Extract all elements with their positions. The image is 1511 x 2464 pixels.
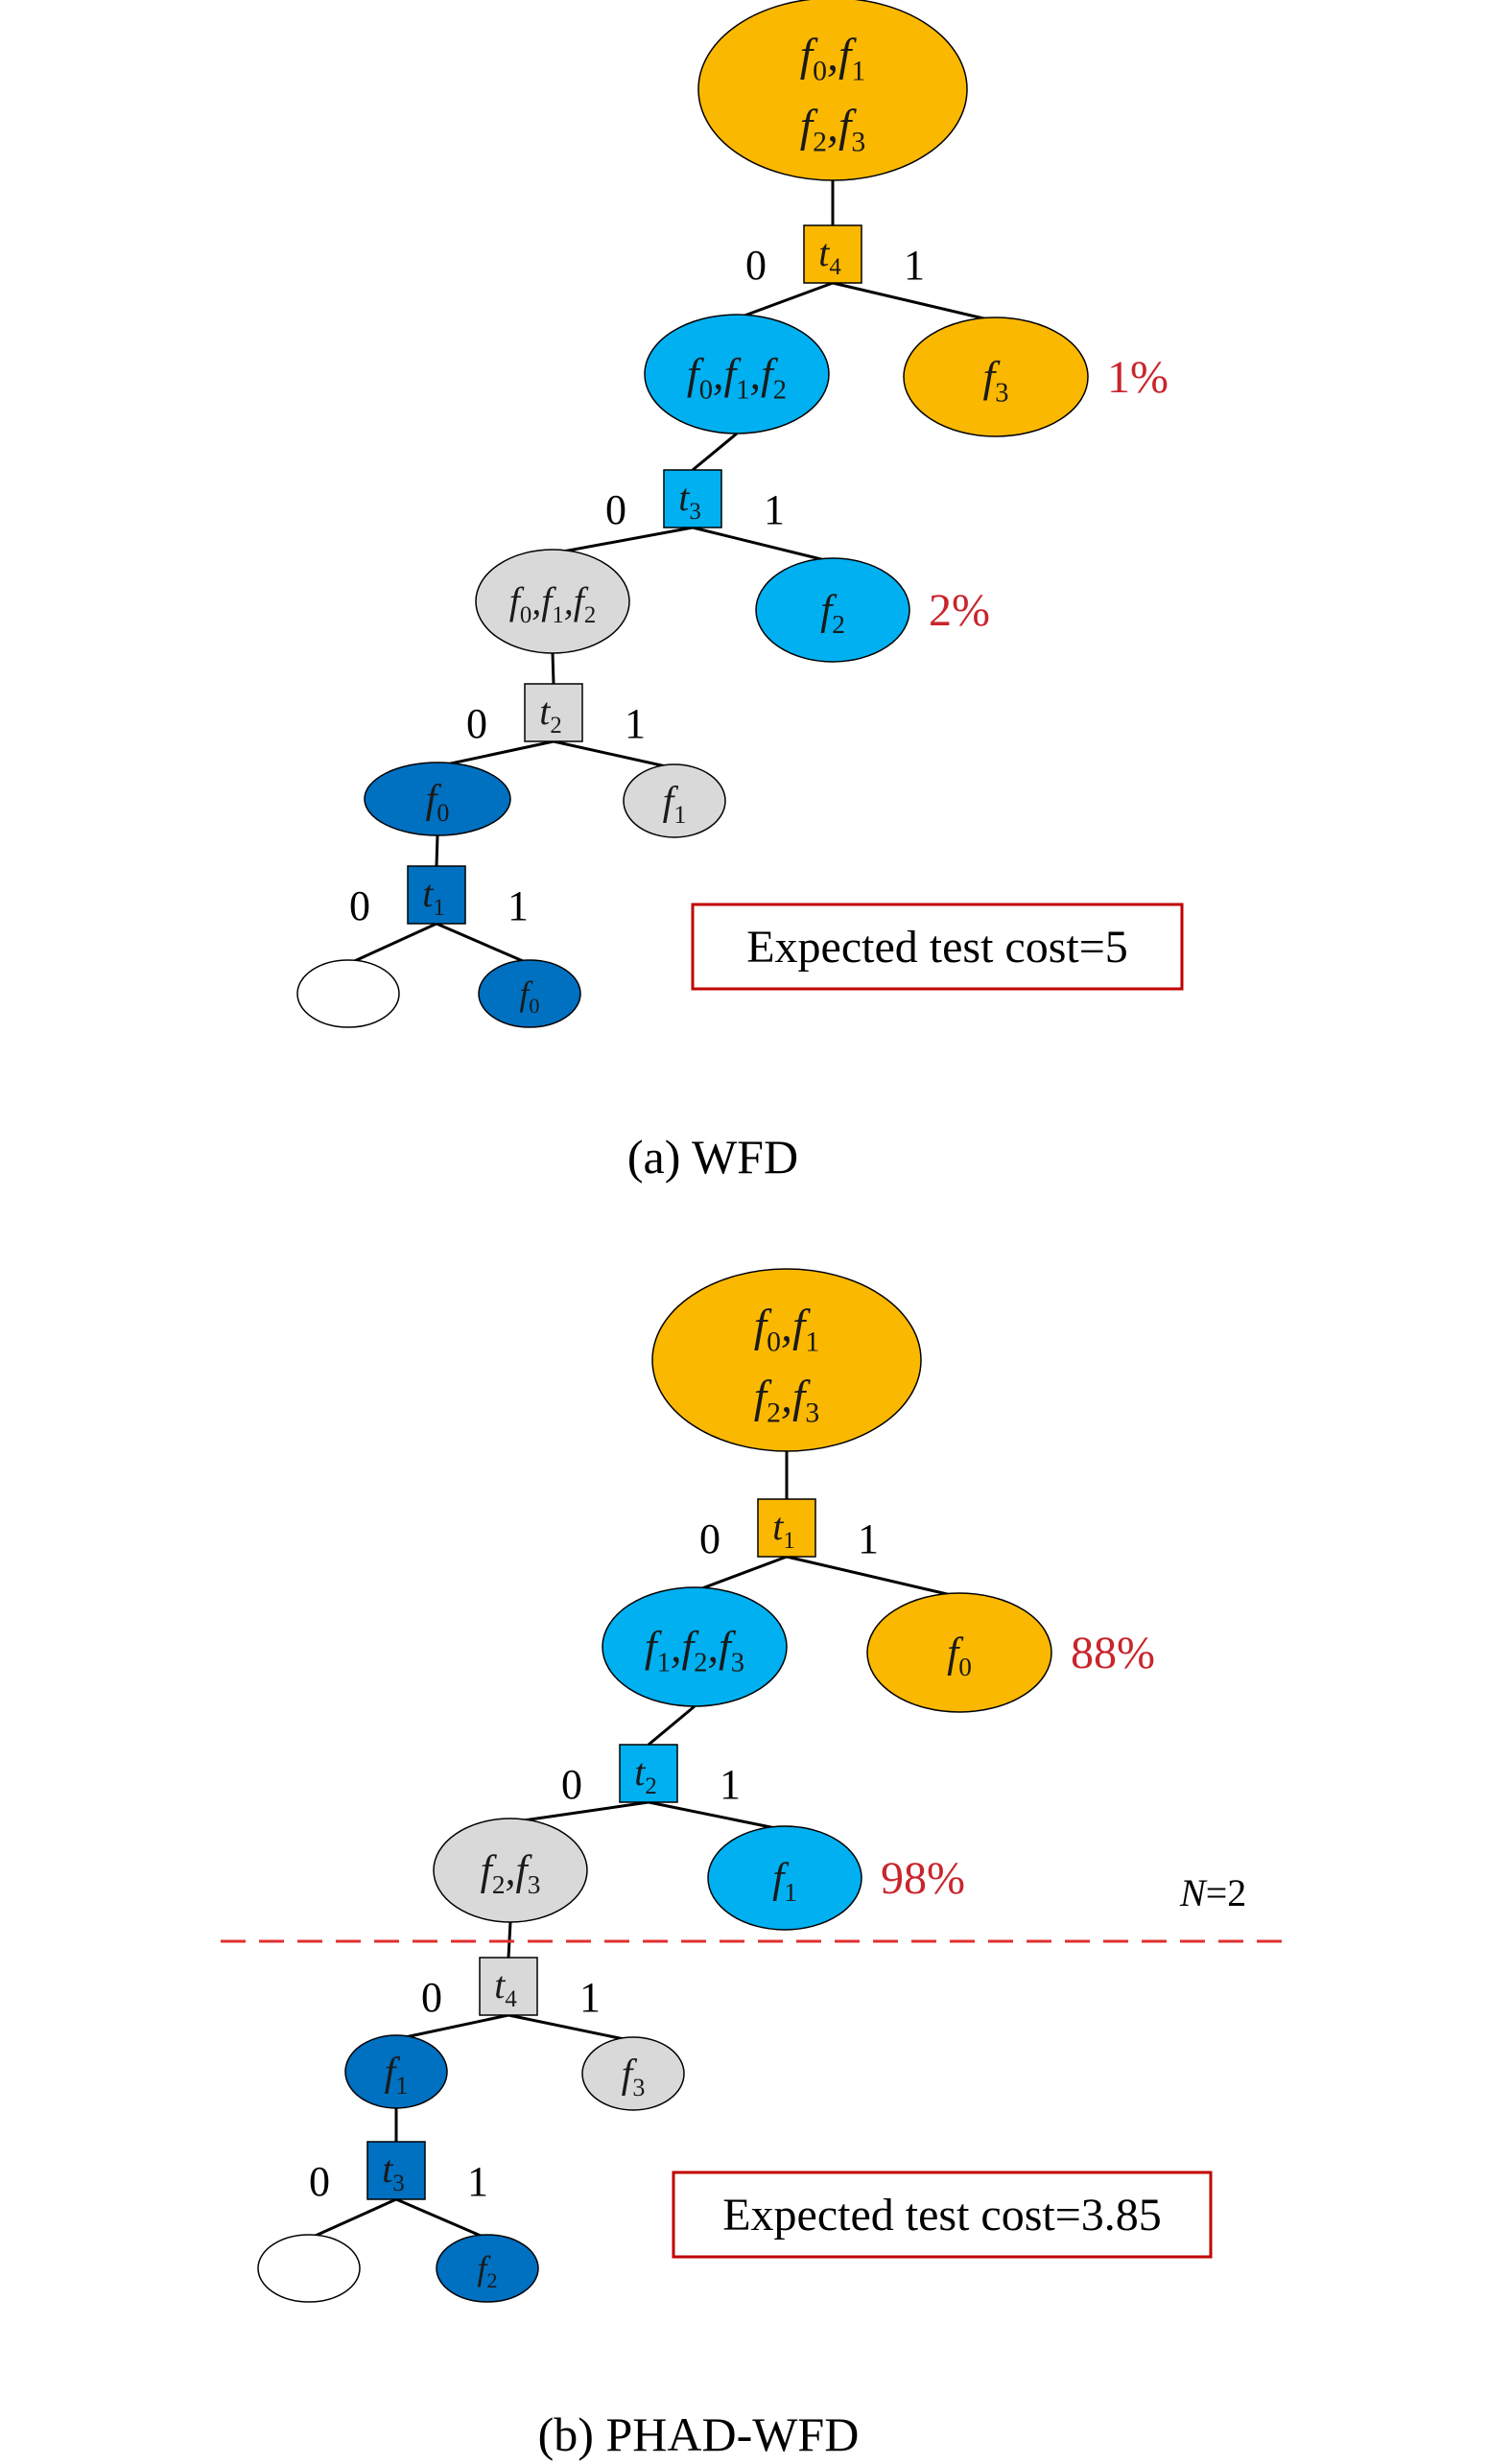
node-branch1-level4 bbox=[478, 959, 581, 1028]
node-branch1-level1 bbox=[903, 317, 1089, 437]
test-label-3: t2 bbox=[539, 690, 562, 739]
connector-3 bbox=[551, 652, 555, 685]
test-box-1: t4 bbox=[803, 224, 862, 284]
node-branch0-level4 bbox=[296, 959, 400, 1028]
root-node bbox=[651, 1268, 922, 1452]
node-branch1-level4 bbox=[436, 2234, 539, 2303]
branch-0-label-1: 0 bbox=[699, 1515, 720, 1562]
branch-1-line-3 bbox=[508, 2013, 634, 2043]
test-label-2: t2 bbox=[634, 1750, 657, 1799]
node-branch1-level3 bbox=[581, 2036, 685, 2111]
branch-1-label-1: 1 bbox=[858, 1515, 879, 1562]
branch-1-label-2: 1 bbox=[764, 486, 785, 533]
expected-cost-box: Expected test cost=3.85 bbox=[672, 2171, 1213, 2259]
node-branch1-level2 bbox=[707, 1825, 862, 1931]
test-label-1: t1 bbox=[772, 1505, 795, 1554]
branch-0-label-4: 0 bbox=[349, 882, 370, 929]
root-node bbox=[697, 0, 968, 181]
threshold-label: N=2 bbox=[1179, 1871, 1246, 1914]
branch-0-line-4 bbox=[347, 922, 437, 966]
branch-1-line-4 bbox=[436, 922, 531, 966]
panel-caption: (b) PHAD-WFD bbox=[538, 2407, 860, 2461]
branch-1-line-2 bbox=[648, 1800, 786, 1832]
root-faults-line2: f2,f3 bbox=[800, 101, 865, 158]
test-label-4: t1 bbox=[422, 872, 445, 921]
branch-1-line-4 bbox=[395, 2197, 488, 2241]
test-box-2: t2 bbox=[619, 1744, 678, 1803]
branch-1-line-3 bbox=[553, 739, 675, 770]
node-branch1-level3 bbox=[623, 763, 726, 838]
node-branch0-level1 bbox=[602, 1586, 788, 1707]
branch-0-line-2 bbox=[509, 1800, 649, 1824]
isolation-rate-level1: 88% bbox=[1071, 1628, 1155, 1678]
connector-2 bbox=[648, 1704, 696, 1747]
branch-1-label-3: 1 bbox=[625, 700, 646, 747]
branch-1-label-1: 1 bbox=[904, 242, 925, 289]
branch-1-line-2 bbox=[692, 526, 834, 564]
branch-0-label-3: 0 bbox=[466, 700, 487, 747]
branch-0-label-2: 0 bbox=[605, 486, 626, 533]
branch-1-label-4: 1 bbox=[467, 2158, 488, 2205]
branch-0-line-4 bbox=[308, 2197, 397, 2241]
branch-0-label-3: 0 bbox=[421, 1974, 442, 2021]
test-box-3: t4 bbox=[479, 1957, 538, 2016]
branch-1-label-2: 1 bbox=[720, 1761, 741, 1808]
expected-cost-text: Expected test cost=5 bbox=[746, 922, 1128, 973]
expected-cost-text: Expected test cost=3.85 bbox=[722, 2190, 1162, 2241]
test-box-1: t1 bbox=[757, 1498, 816, 1558]
node-branch1-level1 bbox=[866, 1592, 1052, 1713]
node-branch0-level1 bbox=[644, 314, 830, 434]
branch-1-label-4: 1 bbox=[508, 882, 529, 929]
panel-caption: (a) WFD bbox=[627, 1130, 798, 1184]
branch-0-line-1 bbox=[736, 281, 834, 320]
branch-1-line-1 bbox=[786, 1555, 960, 1599]
test-label-3: t4 bbox=[494, 1963, 517, 2012]
isolation-rate-level1: 1% bbox=[1107, 352, 1169, 403]
test-box-2: t3 bbox=[663, 469, 722, 528]
test-label-1: t4 bbox=[818, 231, 841, 280]
node-branch0-level4 bbox=[257, 2234, 361, 2303]
branch-0-line-1 bbox=[694, 1555, 788, 1593]
branch-0-line-3 bbox=[437, 739, 555, 768]
expected-cost-box: Expected test cost=5 bbox=[691, 903, 1184, 991]
isolation-rate-level2: 2% bbox=[929, 585, 990, 636]
branch-0-label-2: 0 bbox=[561, 1761, 582, 1808]
test-box-4: t3 bbox=[366, 2141, 426, 2200]
branch-1-label-3: 1 bbox=[579, 1974, 601, 2021]
test-box-3: t2 bbox=[524, 683, 583, 742]
branch-1-line-1 bbox=[832, 281, 997, 323]
branch-0-line-2 bbox=[552, 526, 694, 555]
test-label-2: t3 bbox=[678, 476, 701, 525]
branch-0-label-4: 0 bbox=[309, 2158, 330, 2205]
branch-0-line-3 bbox=[395, 2013, 509, 2041]
connector-2 bbox=[692, 432, 738, 472]
isolation-rate-level2: 98% bbox=[881, 1853, 965, 1904]
branch-0-label-1: 0 bbox=[745, 242, 767, 289]
test-label-4: t3 bbox=[382, 2147, 405, 2196]
node-branch1-level2 bbox=[755, 557, 910, 663]
node-branch0-level2 bbox=[475, 549, 630, 654]
test-box-4: t1 bbox=[407, 865, 466, 925]
